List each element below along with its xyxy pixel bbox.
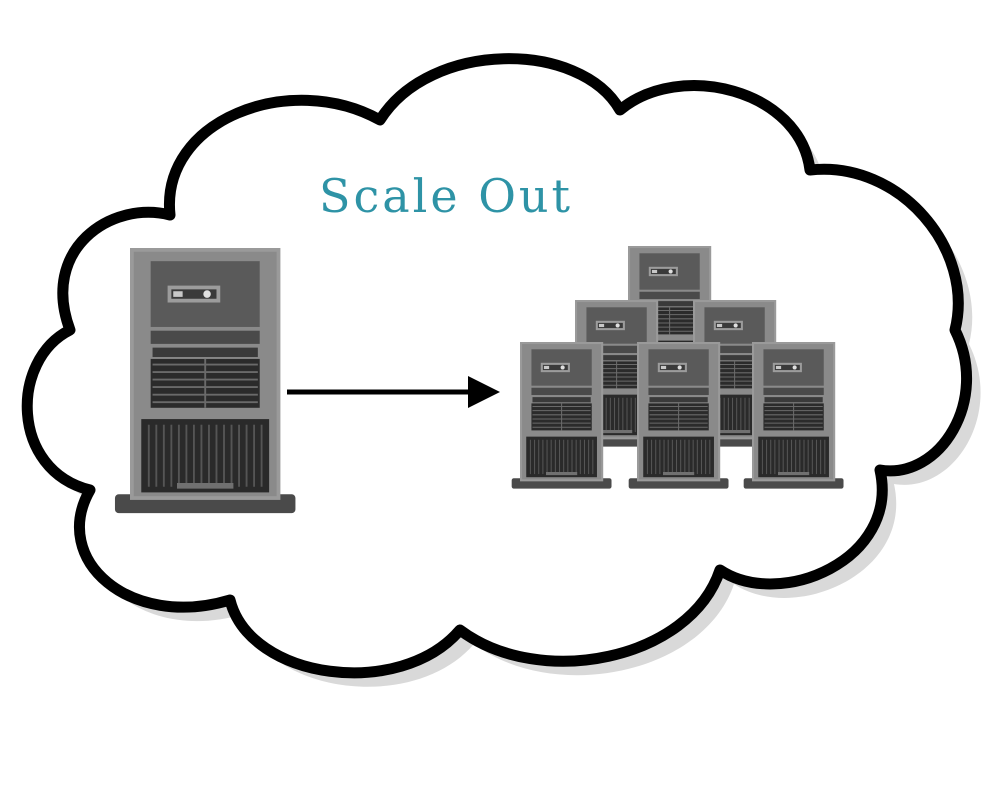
cloud-outline xyxy=(21,53,972,679)
server-tower-icon xyxy=(628,341,730,490)
single-server-icon xyxy=(114,247,297,515)
scale-arrow-icon xyxy=(287,376,500,408)
server-tower-icon xyxy=(511,341,613,490)
server-tower-icon xyxy=(743,341,845,490)
diagram-title: Scale Out xyxy=(319,169,573,223)
